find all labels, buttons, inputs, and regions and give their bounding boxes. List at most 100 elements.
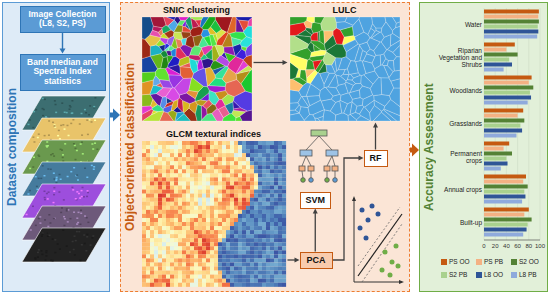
- image-layer-part: [53, 125, 55, 127]
- glcm-image-part: [142, 230, 146, 234]
- glcm-image-part: [206, 246, 210, 250]
- glcm-image-part: [230, 202, 234, 206]
- image-layer-part: [76, 150, 78, 152]
- image-layer-part: [54, 252, 56, 254]
- glcm-image-part: [190, 230, 194, 234]
- glcm-image-part: [194, 141, 198, 145]
- glcm-image-part: [226, 263, 230, 267]
- glcm-image-part: [146, 218, 150, 222]
- glcm-image-part: [202, 161, 206, 165]
- glcm-image-part: [178, 145, 182, 149]
- glcm-image-part: [142, 169, 146, 173]
- glcm-image-part: [218, 182, 222, 186]
- glcm-image-part: [266, 190, 270, 194]
- glcm-image-part: [238, 250, 242, 254]
- glcm-image-part: [154, 222, 158, 226]
- glcm-image-part: [190, 222, 194, 226]
- glcm-image-part: [254, 234, 258, 238]
- image-layer-part: [38, 218, 40, 220]
- glcm-image-part: [186, 141, 190, 145]
- glcm-image-part: [238, 283, 242, 287]
- glcm-image-part: [158, 254, 162, 258]
- image-layer-part: [87, 160, 89, 162]
- snic-image-part: [142, 72, 155, 83]
- glcm-image-part: [218, 254, 222, 258]
- snic-image-part: [227, 17, 236, 34]
- glcm-image-part: [162, 161, 166, 165]
- glcm-image-part: [278, 202, 282, 206]
- glcm-image-part: [190, 242, 194, 246]
- glcm-image-part: [238, 141, 242, 145]
- glcm-image-part: [258, 283, 262, 287]
- glcm-image-part: [142, 242, 146, 246]
- image-layer-part: [60, 212, 62, 214]
- glcm-image-part: [210, 238, 214, 242]
- glcm-image-part: [274, 275, 278, 279]
- glcm-image-part: [254, 258, 258, 262]
- glcm-image-part: [194, 283, 198, 287]
- glcm-image-part: [202, 283, 206, 287]
- lulc-map-part: [314, 17, 324, 24]
- glcm-image-part: [154, 161, 158, 165]
- glcm-image-part: [258, 254, 262, 258]
- glcm-image-part: [258, 141, 262, 145]
- glcm-image-part: [158, 226, 162, 230]
- image-layer-part: [76, 217, 78, 219]
- image-layer-part: [89, 120, 91, 122]
- lulc-map-part: [381, 22, 392, 37]
- glcm-image-part: [174, 238, 178, 242]
- tree-illustration-part: [306, 136, 319, 150]
- glcm-image-part: [190, 198, 194, 202]
- glcm-image-part: [142, 254, 146, 258]
- glcm-image-part: [222, 218, 226, 222]
- glcm-image-part: [170, 222, 174, 226]
- glcm-image-part: [158, 214, 162, 218]
- glcm-image-part: [246, 250, 250, 254]
- glcm-image-part: [266, 283, 270, 287]
- snic-image-part: [167, 56, 179, 67]
- image-layer-part: [46, 146, 48, 148]
- glcm-image-part: [254, 263, 258, 267]
- glcm-image-part: [150, 141, 154, 145]
- glcm-image-part: [270, 210, 274, 214]
- glcm-image-part: [158, 242, 162, 246]
- glcm-image-part: [254, 161, 258, 165]
- glcm-image-part: [214, 194, 218, 198]
- snic-image-part: [176, 48, 187, 60]
- glcm-image-part: [254, 267, 258, 271]
- glcm-image-part: [194, 190, 198, 194]
- lulc-map-part: [363, 54, 374, 63]
- glcm-image-part: [178, 267, 182, 271]
- glcm-image-part: [282, 206, 286, 210]
- glcm-image-part: [250, 202, 254, 206]
- glcm-image-part: [150, 214, 154, 218]
- glcm-image-part: [258, 157, 262, 161]
- glcm-image-part: [226, 222, 230, 226]
- glcm-image-part: [174, 145, 178, 149]
- glcm-image-part: [190, 279, 194, 283]
- glcm-image-part: [162, 218, 166, 222]
- glcm-image-part: [246, 254, 250, 258]
- glcm-image-part: [186, 153, 190, 157]
- glcm-image-part: [266, 165, 270, 169]
- glcm-image-part: [182, 177, 186, 181]
- glcm-image-part: [242, 263, 246, 267]
- image-layer-part: [79, 260, 81, 262]
- image-layer-part: [89, 119, 91, 121]
- image-layer-part: [82, 187, 84, 189]
- glcm-image-part: [282, 198, 286, 202]
- image-layer-part: [42, 115, 44, 117]
- glcm-image-part: [270, 141, 274, 145]
- glcm-image-part: [230, 186, 234, 190]
- glcm-image-part: [254, 222, 258, 226]
- glcm-image-part: [278, 198, 282, 202]
- glcm-image-part: [154, 246, 158, 250]
- glcm-image-part: [158, 206, 162, 210]
- glcm-image-part: [270, 202, 274, 206]
- glcm-image-part: [218, 198, 222, 202]
- glcm-image-part: [174, 182, 178, 186]
- glcm-image-part: [222, 165, 226, 169]
- glcm-image-part: [234, 182, 238, 186]
- glcm-image-part: [154, 250, 158, 254]
- image-layer-part: [73, 249, 75, 251]
